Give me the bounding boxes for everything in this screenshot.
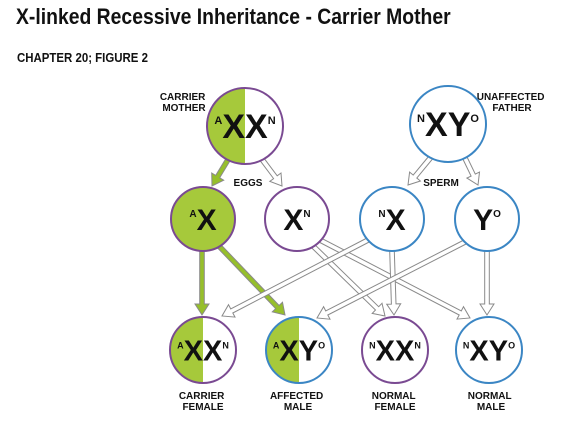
normal-female-label: NORMAL FEMALE (372, 391, 418, 413)
sperm-label: SPERM (423, 178, 459, 189)
sperm-y-node: YO (454, 186, 520, 252)
mother-to-egg-normal-arrow (258, 155, 283, 187)
sperm-x-to-carrier-female-arrow (221, 236, 372, 318)
affected-male-node: AXYO (265, 316, 333, 384)
egg-affected-to-affected-male-arrow (216, 243, 286, 316)
normal-female-node: NXXN (361, 316, 429, 384)
genotype-label: NXYO (463, 335, 515, 367)
sperm-x-node: NX (359, 186, 425, 252)
genotype-label: XN (283, 204, 310, 237)
normal-male-label: NORMAL MALE (468, 391, 514, 413)
genotype-text: NXYO (463, 335, 515, 367)
mother-to-egg-affected-arrow (211, 156, 232, 187)
carrier-mother-label: CARRIER MOTHER (160, 92, 208, 114)
sperm-x-to-normal-female-arrow (385, 250, 402, 316)
genotype-text: XN (283, 204, 310, 237)
genotype-label: AX (189, 204, 216, 237)
genotype-text: NX (378, 204, 405, 237)
genotype-text: AXXN (214, 108, 275, 146)
sperm-y-to-normal-male-arrow (479, 250, 495, 316)
normal-male-node: NXYO (455, 316, 523, 384)
father-to-sperm-y-arrow (461, 154, 481, 186)
unaffected-father-node: NXYO (409, 85, 487, 163)
egg-affected-to-carrier-female-arrow (194, 250, 210, 316)
genotype-label: AXYO (273, 335, 325, 367)
egg-affected-node: AX (170, 186, 236, 252)
carrier-mother-node: AXXN (206, 87, 284, 165)
father-to-sperm-x-arrow (407, 153, 435, 186)
carrier-female-node: AXXN (169, 316, 237, 384)
genotype-label: NXYO (417, 106, 479, 144)
genotype-label: AXXN (214, 108, 275, 146)
page-title: X-linked Recessive Inheritance - Carrier… (16, 4, 451, 29)
genotype-label: NX (378, 204, 405, 237)
genotype-text: AX (189, 204, 216, 237)
carrier-female-label: CARRIER FEMALE (179, 391, 227, 413)
genotype-label: AXXN (177, 335, 229, 367)
affected-male-label: AFFECTED MALE (270, 391, 326, 413)
figure-caption: CHAPTER 20; FIGURE 2 (17, 50, 148, 65)
genotype-label: NXXN (369, 335, 421, 367)
unaffected-father-label: UNAFFECTED FATHER (477, 92, 548, 114)
genotype-label: YO (473, 204, 501, 237)
genotype-text: NXXN (369, 335, 421, 367)
genotype-text: AXYO (273, 335, 325, 367)
egg-normal-node: XN (264, 186, 330, 252)
genotype-text: NXYO (417, 106, 479, 144)
genotype-text: AXXN (177, 335, 229, 367)
sperm-y-to-affected-male-arrow (316, 239, 467, 320)
eggs-label: EGGS (234, 178, 263, 189)
genotype-text: YO (473, 204, 501, 237)
inheritance-arrows (194, 153, 495, 320)
